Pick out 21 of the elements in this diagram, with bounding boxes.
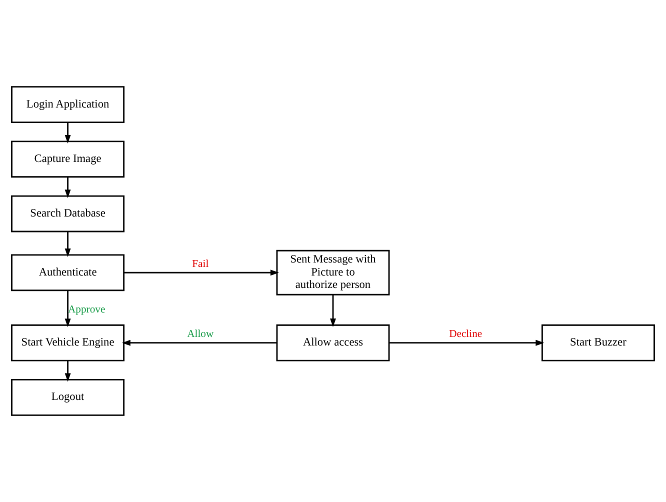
node-box: Search Database	[11, 195, 125, 232]
edge-label: Fail	[192, 258, 209, 270]
node-box: Start Vehicle Engine	[11, 324, 125, 362]
arrow	[64, 122, 71, 144]
node-box: Start Buzzer	[541, 324, 655, 362]
node-box: Logout	[11, 379, 125, 416]
node-box: Capture Image	[11, 140, 125, 178]
node-box: Login Application	[11, 86, 125, 123]
node-box: Authenticate	[11, 254, 125, 292]
arrow	[330, 294, 336, 328]
arrow	[64, 177, 71, 198]
edge-label: Decline	[449, 329, 482, 340]
arrow	[389, 340, 544, 346]
arrow	[64, 290, 71, 328]
arrow	[122, 340, 277, 346]
node-box: Allow access	[276, 324, 390, 362]
arrow	[124, 270, 279, 276]
node-box: Sent Message with Picture to authorize person	[276, 250, 390, 296]
arrow	[64, 232, 71, 258]
edge-label: Allow	[187, 329, 214, 340]
arrow	[64, 360, 71, 382]
